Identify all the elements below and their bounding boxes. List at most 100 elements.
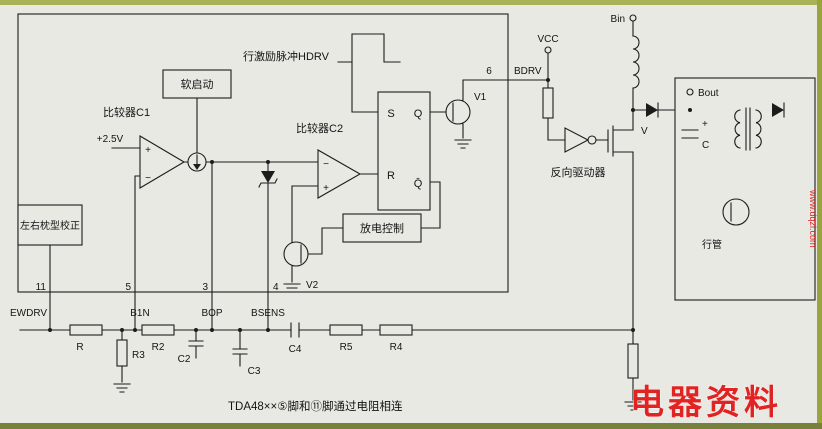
junction-dot [238,328,242,332]
resistor-r2 [141,324,175,336]
scan-edge-right [817,0,822,429]
flipflop-r-label: R [387,170,395,182]
discharge-control-block [342,213,422,243]
junction-dot [48,328,52,332]
resistor-r3-label: R3 [132,350,145,361]
mosfet-label: V [641,126,648,137]
vcc-terminal [544,46,552,54]
transistor-v1-symbol [445,99,471,125]
vcc-label: VCC [537,34,558,45]
watermark-text: 电器资料 [630,384,782,422]
resistor-r5 [329,324,363,336]
hdrv-pulse-label: 行激励脉冲HDRV [243,49,330,63]
bout-output-box [674,77,816,301]
transistor-v2-label: V2 [306,280,319,291]
vcc-resistor [542,87,554,119]
comparator2-label: 比较器C2 [296,121,343,135]
inverter-driver-label: 反向驱动器 [551,165,606,179]
capacitor-c2-label: C2 [178,354,191,365]
bin-inductor-coil [632,35,640,89]
pin6-number: 6 [486,66,492,77]
junction-dot [631,108,635,112]
pin6-name-bdrv: BDRV [514,66,542,77]
pincushion-label: 左右枕型校正 [20,219,80,232]
pin5-number: 5 [125,282,131,293]
junction-dot [133,328,137,332]
junction-dot [266,160,270,164]
resistor-r [69,324,103,336]
flipflop-s-label: S [387,108,394,120]
junction-dots [48,78,692,332]
watermark-site-text: www.dqzl.com [808,189,818,248]
h-tube-label: 行管 [702,238,722,251]
capacitor-c-output [681,129,699,139]
pin11-number: 11 [36,282,47,293]
bin-label: Bin [611,14,625,25]
resistor-r2-label: R2 [152,342,165,353]
transformer-secondary-coil [755,109,762,149]
bout-terminal [686,88,694,96]
junction-dot [688,108,692,112]
pin5-name-b1n: B1N [130,308,149,319]
soft-start-block [162,69,232,99]
opamp-c1-symbol [139,135,186,189]
flipflop-qbar-label: Q̄ [414,177,423,190]
opamp2-plus-sign: + [323,183,329,194]
pin3-name-bop: BOP [201,308,222,319]
scan-edge-bottom [0,423,822,429]
zener-diode-icon [261,171,275,183]
resistor-r4 [379,324,413,336]
opamp1-minus-sign: − [145,173,151,184]
transformer-core [745,107,751,151]
junction-dot [120,328,124,332]
figure-caption: TDA48××⑤脚和⑪脚通过电阻相连 [228,399,403,413]
capacitor-c4-label: C4 [289,344,302,355]
resistor-r3 [116,339,128,367]
junction-dot [210,328,214,332]
wires-ic-right [351,61,549,229]
junction-dot [546,78,550,82]
inverter-bubble [587,135,597,145]
capacitor-c4 [290,322,300,338]
discharge-control-label: 放电控制 [360,221,404,235]
sr-flipflop-block [377,91,431,211]
ground-symbol-r3 [113,383,131,393]
transistor-v1-label: V1 [474,92,487,103]
soft-start-label: 软启动 [181,77,214,91]
output-diode-icon [772,103,784,117]
opamp-c2-symbol [317,149,362,199]
resistor-r4-label: R4 [390,342,403,353]
bout-label: Bout [698,88,719,99]
capacitor-c3-label: C3 [248,366,261,377]
capacitor-plus-sign: + [702,119,708,130]
resistor-r-label: R [76,342,83,353]
capacitor-c-label: C [702,140,709,151]
pin11-name-ewdrv: EWDRV [10,308,47,319]
junction-dot [631,328,635,332]
source-resistor [627,343,639,379]
scan-edge-top [0,0,822,5]
bin-terminal [629,14,637,22]
junction-dot [210,160,214,164]
flipflop-q-label: Q [414,108,423,120]
ground-symbol-v1 [454,139,472,149]
pincushion-correction-block [17,204,83,246]
junction-dot [194,328,198,332]
pin4-number: 4 [273,282,279,293]
junction-dot [266,328,270,332]
mosfet-symbol [607,125,634,157]
current-source-arrowhead [193,164,201,170]
transistor-htube-symbol [722,198,750,226]
diode-icon [646,103,658,117]
pin3-number: 3 [202,282,208,293]
resistor-r5-label: R5 [340,342,353,353]
ground-symbol-v2 [283,283,301,293]
opamp1-plus-sign: + [145,145,151,156]
transistor-v2-symbol [283,241,309,267]
comparator1-label: 比较器C1 [103,105,150,119]
inverter-symbol [564,127,590,153]
ground-symbol-source [624,401,642,411]
zener-diode-bar [258,178,278,188]
